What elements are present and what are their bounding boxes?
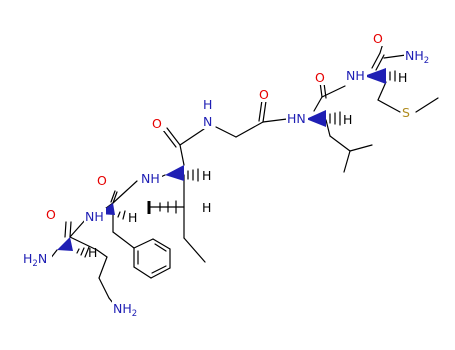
met-carbonyl-oxygen-label: O: [373, 31, 383, 46]
met-amide-n-label: NH: [346, 68, 365, 83]
ile-carbonyl-oxygen-label: O: [152, 116, 162, 131]
lys-side-chain-amine-label: NH2: [113, 301, 137, 319]
stereo-wedges: [57, 68, 386, 251]
ile-beta-h-label: H: [202, 200, 211, 215]
met-alpha-h-label: H: [398, 70, 407, 85]
phe-carbonyl-oxygen-label: O: [97, 173, 107, 188]
sulfur-label: S: [402, 105, 410, 120]
leu-amide-n-label: HN: [287, 111, 306, 126]
ile-amide-n-label: NH: [141, 171, 160, 186]
lys-carbonyl-oxygen-label: O: [46, 207, 56, 222]
n-terminal-amine-label: H2N: [23, 251, 47, 269]
met-alpha-wedge: [364, 68, 386, 84]
ile-alpha-wedge: [165, 165, 184, 181]
phe-amide-n-label: NH: [85, 209, 104, 224]
phe-alpha-h-label: H: [128, 210, 137, 225]
leu-carbonyl-oxygen-label: O: [315, 70, 325, 85]
gly-carbonyl-oxygen-label: O: [259, 87, 269, 102]
hashed-wedges: [76, 70, 396, 258]
leu-alpha-wedge: [306, 110, 326, 127]
leu-alpha-h-label: H: [343, 112, 352, 127]
atom-labels: H2N H NH2 O NH H O NH H H O: [22, 30, 436, 319]
c-terminal-amide-label: NH2: [405, 48, 429, 66]
lys-alpha-h-label: H: [88, 245, 97, 260]
gly-amide-h-label: H: [203, 97, 212, 112]
lys-alpha-wedge: [57, 237, 73, 251]
gly-amide-n-label: N: [203, 114, 212, 129]
ile-alpha-h-label: H: [202, 168, 211, 183]
